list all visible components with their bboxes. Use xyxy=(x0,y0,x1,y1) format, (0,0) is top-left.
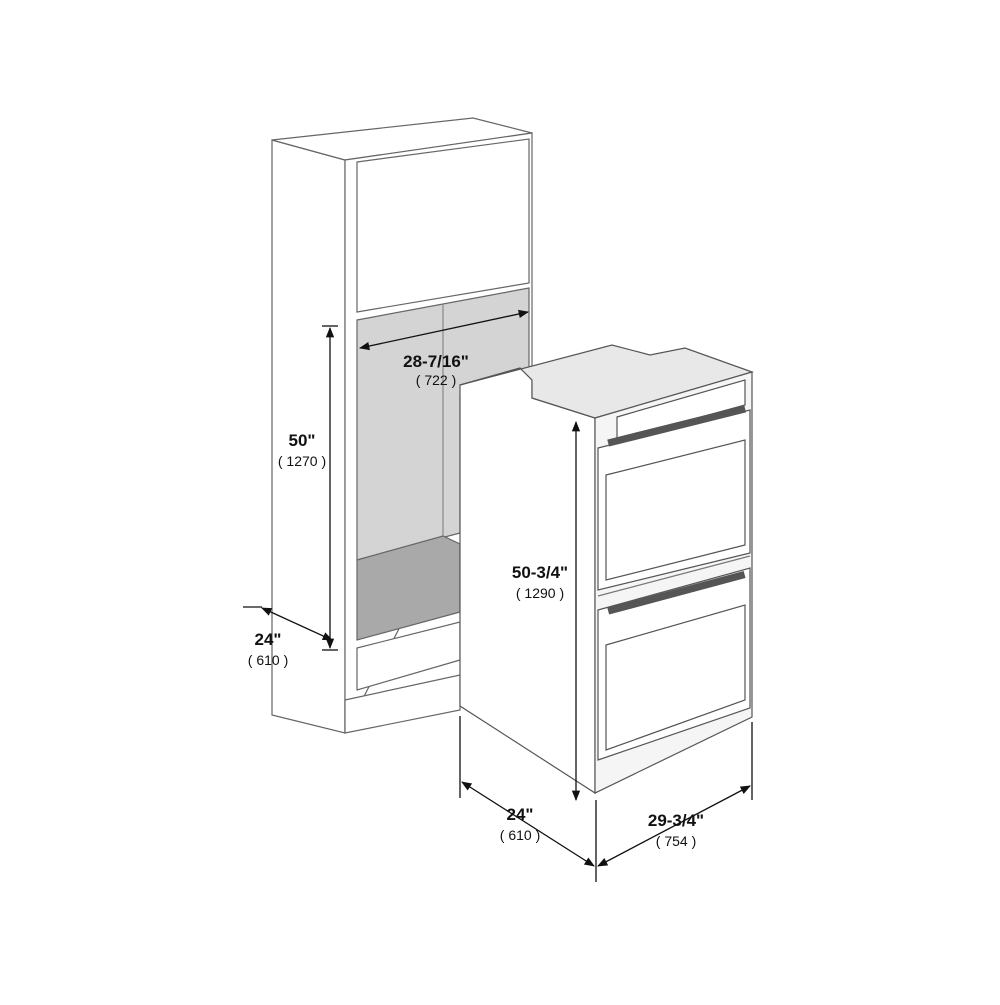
cutout-height-metric: ( 1270 ) xyxy=(278,453,326,469)
oven-lower-window xyxy=(605,604,746,751)
cutout-width-label: 28-7/16" xyxy=(403,352,469,371)
oven-upper-window xyxy=(605,439,746,581)
oven-height-label: 50-3/4" xyxy=(512,563,568,582)
oven-depth-metric: ( 610 ) xyxy=(500,827,540,843)
oven-width-arrow xyxy=(597,785,751,867)
oven-width-label: 29-3/4" xyxy=(648,811,704,830)
cabinet-upper-door xyxy=(356,138,530,313)
dimension-lines xyxy=(243,309,753,882)
oven-separator-line xyxy=(597,555,751,597)
cabinet-depth-arrow xyxy=(261,607,333,641)
oven-lower-handle[interactable] xyxy=(607,571,746,615)
cabinet-depth-label: 24" xyxy=(255,630,282,649)
wall-oven xyxy=(459,344,754,795)
cutout-width-arrow xyxy=(358,309,530,351)
oven-control-panel xyxy=(616,379,746,441)
oven-depth-arrow xyxy=(461,781,595,867)
cutout-height-label: 50" xyxy=(289,431,316,450)
cutout-width-metric: ( 722 ) xyxy=(416,372,456,388)
cabinet xyxy=(271,117,533,734)
oven-width-metric: ( 754 ) xyxy=(656,833,696,849)
oven-upper-handle[interactable] xyxy=(607,405,747,447)
cabinet-depth-metric: ( 610 ) xyxy=(248,652,288,668)
oven-height-metric: ( 1290 ) xyxy=(516,585,564,601)
oven-depth-label: 24" xyxy=(507,805,534,824)
cabinet-kick-base xyxy=(344,674,461,734)
dimension-labels: 28-7/16" ( 722 ) 50" ( 1270 ) 24" ( 610 … xyxy=(248,352,704,849)
